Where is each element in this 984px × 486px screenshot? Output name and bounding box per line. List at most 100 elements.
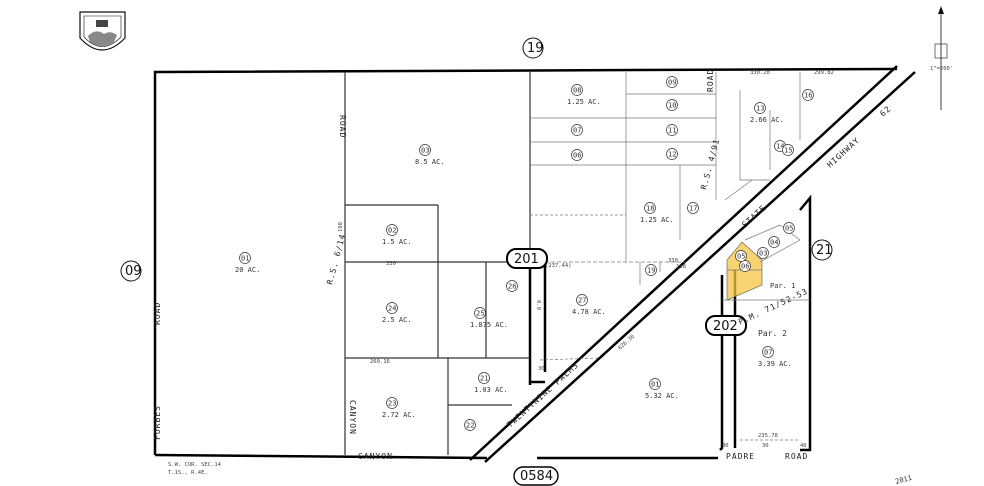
parcel-acreage: 2.66 AC.: [750, 116, 784, 124]
record-survey-2: R.S. 4/91: [699, 138, 721, 191]
section-corner-note-1: S.W. COR. SEC.14: [168, 462, 222, 468]
svg-text:626.36: 626.36: [617, 334, 636, 352]
parcel-p07b[interactable]: 073.39 AC.: [758, 346, 792, 369]
parcel-p07[interactable]: 07: [571, 124, 583, 136]
parcel-number: 12: [668, 151, 676, 159]
parcel-number-circle: [386, 224, 398, 236]
parcel-number: 08: [573, 87, 581, 95]
par-1-label: Par. 1: [770, 282, 795, 290]
parcel-number-circle: [666, 99, 678, 111]
svg-text:09: 09: [125, 264, 142, 279]
parcel-p24[interactable]: 242.5 AC.: [382, 302, 412, 325]
parcel-number: 14: [776, 143, 784, 151]
parcel-number-circle: [478, 372, 490, 384]
svg-text:(237.44): (237.44): [545, 263, 572, 269]
book-page-badge: 0584: [513, 466, 559, 486]
parcel-p08[interactable]: 081.25 AC.: [567, 84, 601, 107]
parcel-number-circle: [649, 378, 661, 390]
parcel-p12[interactable]: 12: [666, 148, 678, 160]
svg-text:299.82: 299.82: [814, 70, 834, 76]
parcel-number-circle: [464, 419, 476, 431]
parcel-p18[interactable]: 181.25 AC.: [640, 202, 674, 225]
parcel-acreage: 8.5 AC.: [415, 158, 445, 166]
parcel-p23[interactable]: 232.72 AC.: [382, 397, 416, 420]
parcel-number-circle: [506, 280, 518, 292]
parcel-p03[interactable]: 03 8.5 AC.: [415, 144, 445, 167]
road-label-road-left: ROAD: [153, 302, 162, 325]
parcel-number-circle: [802, 89, 814, 101]
record-survey-1: R.S. 6/14: [325, 233, 347, 286]
parcel-acreage: 1.5 AC.: [382, 238, 412, 246]
parcel-number: 17: [689, 205, 697, 213]
parcel-number: 18: [646, 205, 654, 213]
parcel-number-circle: [644, 202, 656, 214]
road-label-padre: PADRE: [726, 452, 755, 461]
parcel-p05[interactable]: 05: [783, 222, 795, 234]
parcel-number-circle: [645, 264, 657, 276]
parcel-number: 03: [759, 250, 767, 258]
parcel-number-circle: [762, 346, 774, 358]
parcel-number: 05: [785, 225, 793, 233]
parcel-p19[interactable]: 19: [645, 264, 657, 276]
parcel-number-circle: [754, 102, 766, 114]
page-ref-right: 21: [811, 239, 833, 261]
svg-text:0.0: 0.0: [535, 300, 541, 310]
parcel-p01b[interactable]: 015.32 AC.: [645, 378, 679, 401]
parcel-p21[interactable]: 211.03 AC.: [474, 372, 508, 395]
parcel-p02[interactable]: 021.5 AC.: [382, 224, 412, 247]
parcel-p26[interactable]: 26: [506, 280, 518, 292]
parcel-number-circle: [666, 148, 678, 160]
parcel-p25[interactable]: 251.875 AC.: [470, 307, 508, 330]
parcel-number: 24: [388, 305, 396, 313]
parcel-number: 05: [737, 253, 745, 261]
parcel-acreage: 1.875 AC.: [470, 321, 508, 329]
parcel-p09[interactable]: 09: [666, 76, 678, 88]
block-201-badge: 201: [506, 248, 548, 269]
parcel-p15[interactable]: 15: [782, 144, 794, 156]
parcel-number-circle: [386, 302, 398, 314]
svg-text:202: 202: [713, 319, 738, 334]
parcel-number-circle: [735, 250, 747, 262]
parcel-p03b[interactable]: 03: [757, 247, 769, 259]
highway-62-south-line: [469, 65, 898, 461]
parcel-acreage: 5.32 AC.: [645, 392, 679, 400]
svg-text:40: 40: [800, 443, 807, 449]
parcel-p11[interactable]: 11: [666, 124, 678, 136]
parcel-number: 06: [741, 263, 749, 271]
parcel-number: 16: [804, 92, 812, 100]
parcel-lines: [344, 72, 810, 455]
svg-text:260.16: 260.16: [370, 359, 390, 365]
parcel-p16[interactable]: 16: [802, 89, 814, 101]
parcel-number: 21: [480, 375, 488, 383]
parcel-p06b[interactable]: 06: [739, 260, 751, 272]
parcel-p22[interactable]: 22: [464, 419, 476, 431]
parcel-p27[interactable]: 274.78 AC.: [572, 294, 606, 317]
svg-text:0584: 0584: [520, 469, 553, 484]
parcel-p06[interactable]: 06: [571, 149, 583, 161]
parcel-p10[interactable]: 10: [666, 99, 678, 111]
parcel-map-ref: P.M. 71/52-53: [737, 287, 809, 327]
svg-text:30: 30: [762, 443, 769, 449]
parcel-p05b[interactable]: 05: [735, 250, 747, 262]
parcel-number-circle: [474, 307, 486, 319]
highway-number: 62: [878, 104, 893, 118]
parcel-number-circle: [419, 144, 431, 156]
parcel-number: 22: [466, 422, 474, 430]
parcel-p17[interactable]: 17: [687, 202, 699, 214]
parcel-number-circle: [576, 294, 588, 306]
parcel-number: 03: [421, 147, 429, 155]
year-text: 2011: [894, 474, 912, 486]
parcel-number-circle: [571, 84, 583, 96]
parcel-acreage: 4.78 AC.: [572, 308, 606, 316]
parcel-number-circle: [666, 124, 678, 136]
county-seal-icon: [79, 11, 126, 51]
parcel-p04[interactable]: 04: [768, 236, 780, 248]
svg-text:330.28: 330.28: [750, 70, 770, 76]
parcel-number-circle: [687, 202, 699, 214]
parcel-p13[interactable]: 132.66 AC.: [750, 102, 784, 125]
page-ref-left: 09: [120, 260, 142, 282]
parcel-number: 19: [647, 267, 655, 275]
parcel-number-circle: [571, 124, 583, 136]
parcel-number-circle: [768, 236, 780, 248]
